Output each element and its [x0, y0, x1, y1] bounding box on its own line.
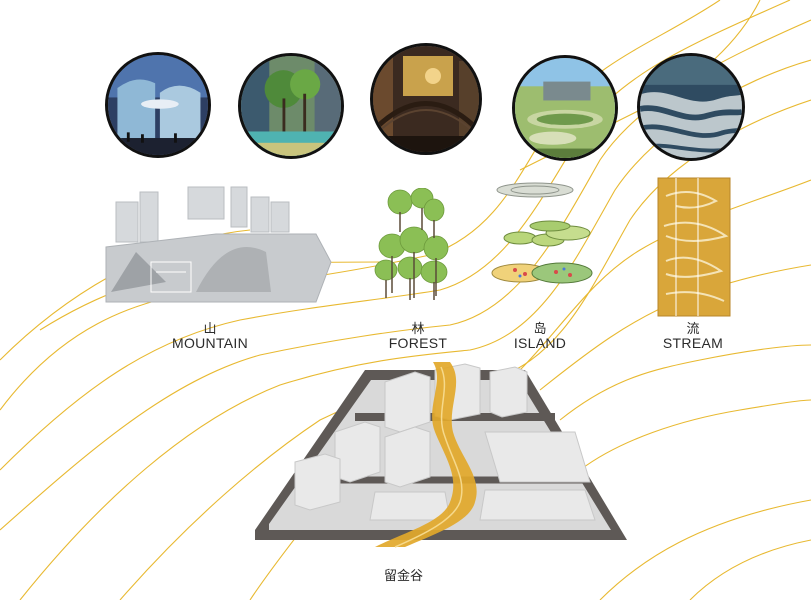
- stream-illustration: [657, 177, 731, 317]
- label-stream: 流 STREAM: [643, 322, 743, 350]
- interior-bridge-photo: [370, 43, 482, 155]
- flow-line: [599, 499, 811, 600]
- flow-line: [519, 179, 811, 371]
- flow-line: [0, 0, 791, 471]
- label-stream-en: STREAM: [662, 334, 724, 351]
- label-mountain-en: MOUNTAIN: [171, 334, 249, 351]
- forest-illustration: [374, 188, 449, 300]
- label-stream-zh: 流: [686, 321, 700, 336]
- mountain-illustration: [105, 186, 332, 303]
- label-island-zh: 岛: [533, 321, 547, 336]
- island-garden-photo: [512, 55, 618, 161]
- paving-pattern-photo: [637, 53, 745, 161]
- label-mountain-zh: 山: [203, 321, 217, 336]
- label-island: 岛 ISLAND: [490, 322, 590, 350]
- label-forest-zh: 林: [411, 321, 425, 336]
- tree-courtyard-photo: [238, 53, 344, 159]
- label-island-en: ISLAND: [513, 334, 567, 351]
- flow-line: [689, 539, 811, 600]
- glass-architecture-photo: [105, 52, 211, 158]
- site-massing-diagram: [255, 362, 627, 548]
- label-forest-en: FOREST: [388, 334, 448, 351]
- island-illustration: [491, 182, 593, 284]
- label-forest: 林 FOREST: [368, 322, 468, 350]
- flow-line: [579, 399, 811, 471]
- label-mountain: 山 MOUNTAIN: [160, 322, 260, 350]
- flow-line: [559, 344, 811, 421]
- site-caption: 留金谷: [384, 568, 424, 583]
